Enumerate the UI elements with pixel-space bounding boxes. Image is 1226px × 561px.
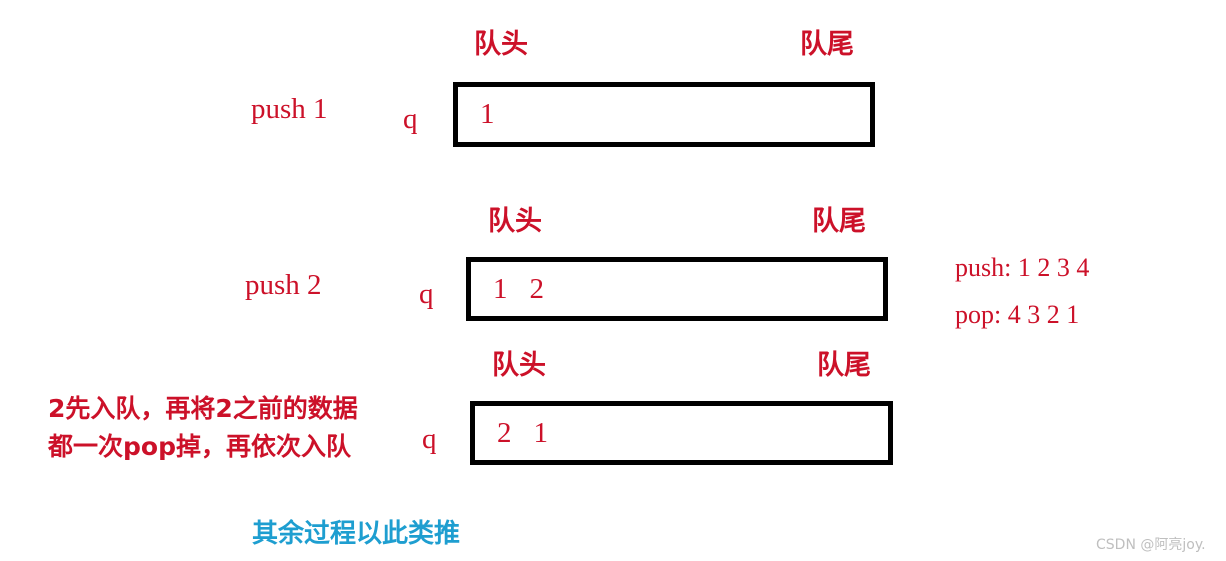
row-3-queue-name: q [422,423,437,455]
row-1-operation: push 1 [251,93,328,125]
queue-cell: 2 [497,416,512,449]
queue-cell: 1 [480,98,495,130]
row-3-head-label: 队头 [492,350,546,381]
queue-cell: 1 [533,416,549,449]
row-2-queue-name: q [419,278,434,310]
row-2-queue-box: 1 2 [466,257,888,321]
row-1-head-label: 队头 [474,29,528,60]
row-1-tail-label: 队尾 [800,29,854,60]
row-2-operation: push 2 [245,269,322,301]
side-note-push: push: 1 2 3 4 [955,253,1090,282]
row-3-queue-cells: 2 1 [497,406,548,460]
queue-cell: 1 [493,272,508,305]
row-3-explanation-line-1: 2先入队，再将2之前的数据 [48,394,358,423]
row-2-queue-cells: 1 2 [493,262,544,316]
row-1-queue-cells: 1 [480,87,495,142]
row-3-explanation-line-2: 都一次pop掉，再依次入队 [48,432,351,461]
row-3-tail-label: 队尾 [817,350,871,381]
row-3-explanation: 2先入队，再将2之前的数据 都一次pop掉，再依次入队 [48,390,358,466]
row-2-head-label: 队头 [488,206,542,237]
row-2-tail-label: 队尾 [812,206,866,237]
row-3-queue-box: 2 1 [470,401,893,465]
footer-note: 其余过程以此类推 [252,519,461,549]
queue-cell: 2 [529,272,545,305]
row-1-queue-name: q [403,103,418,135]
side-note-pop: pop: 4 3 2 1 [955,300,1080,329]
csdn-watermark: CSDN @阿亮joy. [1096,537,1206,553]
row-1-queue-box: 1 [453,82,875,147]
